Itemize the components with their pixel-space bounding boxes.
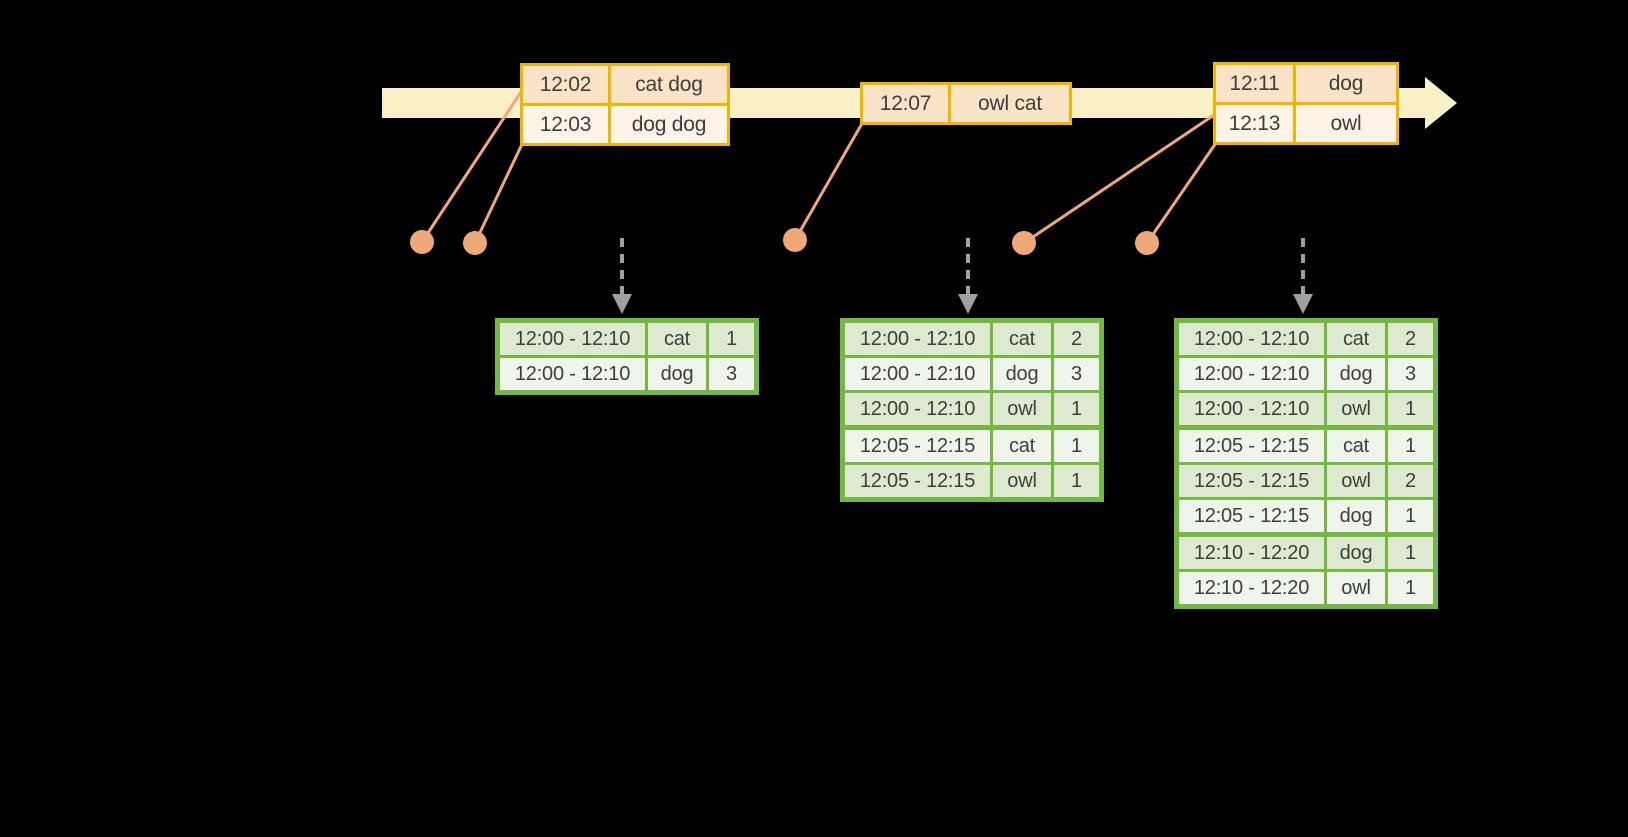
event-dot [1012, 231, 1036, 255]
result-window-cell: 12:05 - 12:15 [1179, 430, 1324, 462]
result-count-cell: 1 [1388, 572, 1433, 604]
result-count-cell: 2 [1054, 323, 1099, 355]
result-count-cell: 1 [709, 323, 754, 355]
result-word-cell: cat [993, 430, 1051, 462]
result-count-cell: 1 [1388, 393, 1433, 425]
result-word-cell: dog [1327, 358, 1385, 390]
event-words-cell: owl cat [951, 85, 1069, 122]
event-leader-line [1145, 138, 1220, 245]
result-window-cell: 12:00 - 12:10 [845, 358, 990, 390]
event-dot [410, 230, 434, 254]
result-word-cell: dog [648, 358, 706, 390]
result-word-cell: owl [1327, 465, 1385, 497]
result-window-cell: 12:00 - 12:10 [1179, 393, 1324, 425]
result-window-cell: 12:05 - 12:15 [845, 430, 990, 462]
result-count-cell: 1 [1388, 537, 1433, 569]
result-window-cell: 12:00 - 12:10 [845, 393, 990, 425]
result-word-cell: owl [1327, 393, 1385, 425]
event-time-cell: 12:13 [1216, 105, 1293, 142]
event-words-cell: owl [1296, 105, 1396, 142]
trigger-arrow-head-icon [1293, 294, 1313, 314]
event-time-cell: 12:11 [1216, 65, 1293, 102]
event-time-cell: 12:02 [523, 66, 608, 103]
result-window-cell: 12:00 - 12:10 [500, 358, 645, 390]
result-word-cell: dog [1327, 500, 1385, 532]
event-dot [1135, 231, 1159, 255]
result-count-cell: 2 [1388, 323, 1433, 355]
event-dot [783, 228, 807, 252]
trigger-arrow-head-icon [612, 294, 632, 314]
result-window-cell: 12:00 - 12:10 [500, 323, 645, 355]
event-leader-line [1022, 113, 1216, 245]
event-leader-line [793, 118, 866, 242]
result-count-cell: 1 [1054, 430, 1099, 462]
result-count-cell: 3 [1054, 358, 1099, 390]
result-word-cell: cat [993, 323, 1051, 355]
result-count-cell: 1 [1054, 465, 1099, 497]
result-word-cell: cat [1327, 323, 1385, 355]
result-window-cell: 12:05 - 12:15 [1179, 465, 1324, 497]
result-window-cell: 12:05 - 12:15 [845, 465, 990, 497]
result-count-cell: 3 [1388, 358, 1433, 390]
event-words-cell: cat dog [611, 66, 727, 103]
result-word-cell: dog [993, 358, 1051, 390]
result-window-cell: 12:10 - 12:20 [1179, 537, 1324, 569]
result-count-cell: 1 [1054, 393, 1099, 425]
result-word-cell: owl [993, 465, 1051, 497]
event-time-cell: 12:07 [863, 85, 948, 122]
result-window-cell: 12:00 - 12:10 [1179, 358, 1324, 390]
result-word-cell: cat [648, 323, 706, 355]
result-word-cell: dog [1327, 537, 1385, 569]
result-window-cell: 12:10 - 12:20 [1179, 572, 1324, 604]
result-count-cell: 2 [1388, 465, 1433, 497]
result-window-cell: 12:05 - 12:15 [1179, 500, 1324, 532]
result-window-cell: 12:00 - 12:10 [1179, 323, 1324, 355]
result-count-cell: 1 [1388, 500, 1433, 532]
result-count-cell: 3 [709, 358, 754, 390]
event-leader-line [420, 90, 523, 244]
trigger-arrow-head-icon [958, 294, 978, 314]
result-word-cell: owl [993, 393, 1051, 425]
event-dot [463, 231, 487, 255]
event-words-cell: dog dog [611, 106, 727, 143]
result-word-cell: cat [1327, 430, 1385, 462]
event-time-cell: 12:03 [523, 106, 608, 143]
result-count-cell: 1 [1388, 430, 1433, 462]
event-words-cell: dog [1296, 65, 1396, 102]
result-word-cell: owl [1327, 572, 1385, 604]
result-window-cell: 12:00 - 12:10 [845, 323, 990, 355]
event-leader-line [473, 138, 526, 245]
